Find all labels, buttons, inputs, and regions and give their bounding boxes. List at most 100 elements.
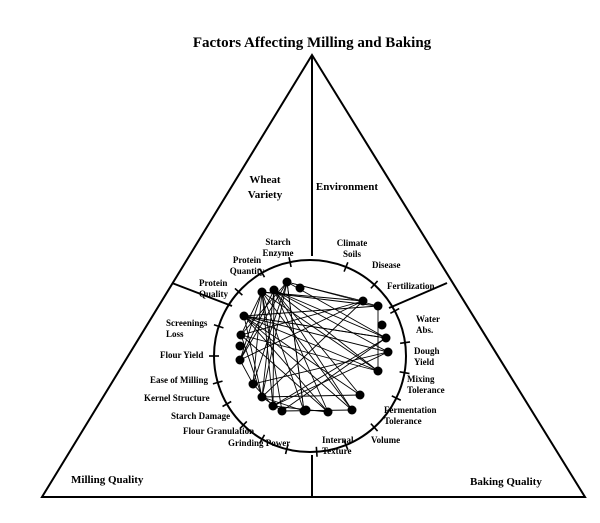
connection-line-fermentation_tolerance-kernel_structure [261, 394, 361, 398]
divider-right [388, 282, 448, 309]
factor-label-line: Starch [265, 237, 290, 247]
factor-label-flour_yield: Flour Yield [160, 350, 203, 360]
connection-line-protein_quantity-disease [261, 291, 364, 302]
connection-line-mixing_tolerance-protein_quality [243, 315, 379, 372]
node-ease_of_milling [248, 379, 258, 389]
tick-internal_texture [315, 446, 318, 457]
tick-disease [370, 280, 379, 289]
connection-line-starch_enzyme-water_abs [273, 289, 387, 339]
connection-line-water_abs-flour_granulation [281, 337, 387, 412]
node-fertilization [373, 301, 383, 311]
tick-screenings_loss [213, 324, 224, 329]
connection-line-flour_granulation-protein_quantity [261, 291, 283, 412]
factor-label-fertilization: Fertilization [387, 281, 434, 291]
tick-flour_granulation [258, 434, 266, 444]
connection-line-grinding_power-kernel_structure [261, 396, 305, 412]
node-protein_quality [239, 311, 249, 321]
factor-label-line: Starch Damage [171, 411, 230, 421]
outer-triangle [40, 53, 587, 498]
connection-line-ease_of_milling-flour_yield [239, 359, 254, 385]
tick-starch_damage [239, 420, 248, 430]
connection-line-grinding_power-climate_soils [286, 281, 305, 412]
node-starch_damage [268, 401, 278, 411]
connection-line-fertilization-protein_quality [243, 305, 379, 317]
node-mixing_tolerance [373, 366, 383, 376]
factor-label-line: Fermentation [384, 405, 436, 415]
factor-label-disease: Disease [372, 260, 401, 270]
node-water_abs [381, 333, 391, 343]
factor-label-line: Climate [337, 238, 368, 248]
tick-dough_yield [399, 371, 410, 375]
factor-label-line: Ease of Milling [150, 375, 208, 385]
diagram-title: Factors Affecting Milling and Baking [193, 35, 432, 51]
connection-line-starch_enzyme-dough_yield [273, 289, 389, 353]
tick-protein_quality [234, 287, 243, 296]
factor-label-line: Quantity [230, 266, 265, 276]
region-label-milling-quality: Milling Quality [71, 474, 144, 486]
connection-line-mixing_tolerance-protein_quantity [261, 291, 379, 372]
factor-label-line: Grinding Power [228, 438, 290, 448]
node-disease [358, 296, 368, 306]
factor-label-line: Quality [199, 289, 229, 299]
connection-line-kernel_structure-protein_quality [243, 315, 263, 398]
connection-line-starch_damage-protein_quantity [261, 291, 274, 407]
connection-line-screenings_loss-protein_quantity [240, 291, 263, 336]
factor-label-line: Screenings [166, 318, 208, 328]
node-starch_enzyme [269, 285, 279, 295]
node-inner-1 [235, 341, 245, 351]
factor-label-line: Fertilization [387, 281, 434, 291]
region-label-baking-quality: Baking Quality [470, 476, 542, 488]
factor-label-volume: Volume [371, 435, 400, 445]
tick-climate_soils [343, 262, 349, 272]
node-flour_yield [235, 355, 245, 365]
factor-label-line: Loss [166, 329, 184, 339]
tick-grinding_power [284, 444, 289, 455]
factor-label-line: Enzyme [263, 248, 294, 258]
factor-label-line: Volume [371, 435, 400, 445]
tick-fermentation_tolerance [370, 423, 379, 432]
factor-label-flour_granulation: Flour Granulation [183, 426, 254, 436]
tick-marks [209, 257, 411, 457]
factor-label-starch_damage: Starch Damage [171, 411, 230, 421]
factor-label-ease_of_milling: Ease of Milling [150, 375, 208, 385]
divider-left [171, 282, 233, 307]
connection-line-disease-screenings_loss [240, 300, 364, 336]
region-label-environment: Environment [316, 181, 378, 193]
node-inner-0 [295, 283, 305, 293]
connection-line-dough_yield-starch_damage [272, 351, 389, 407]
region-label-wheat-variety-line2: Variety [248, 189, 283, 201]
factor-label-line: Yield [414, 357, 434, 367]
node-dough_yield [383, 347, 393, 357]
factor-label-line: Disease [372, 260, 401, 270]
factor-label-line: Tolerance [384, 416, 422, 426]
node-volume [347, 405, 357, 415]
connection-line-internal_texture-protein_quality [243, 315, 329, 413]
node-inner-3 [377, 320, 387, 330]
connection-line-internal_texture-screenings_loss [240, 334, 329, 413]
connection-lines [239, 281, 389, 413]
factor-label-grinding_power: Grinding Power [228, 438, 290, 448]
node-inner-2 [301, 405, 311, 415]
node-screenings_loss [236, 330, 246, 340]
factor-label-line: Tolerance [407, 385, 445, 395]
tick-ease_of_milling [212, 380, 223, 385]
factor-label-line: Flour Yield [160, 350, 203, 360]
connection-line-fermentation_tolerance-starch_enzyme [273, 289, 361, 396]
connection-line-starch_enzyme-mixing_tolerance [273, 289, 379, 372]
connection-line-flour_yield-protein_quantity [239, 291, 263, 361]
factor-label-line: Abs. [416, 325, 433, 335]
factor-label-line: Texture [322, 446, 352, 456]
region-label-wheat-variety-line1: Wheat [249, 174, 281, 186]
connection-line-volume-protein_quantity [261, 291, 353, 411]
factor-label-line: Dough [414, 346, 440, 356]
tick-mixing_tolerance [391, 395, 402, 401]
factor-label-line: Soils [343, 249, 362, 259]
